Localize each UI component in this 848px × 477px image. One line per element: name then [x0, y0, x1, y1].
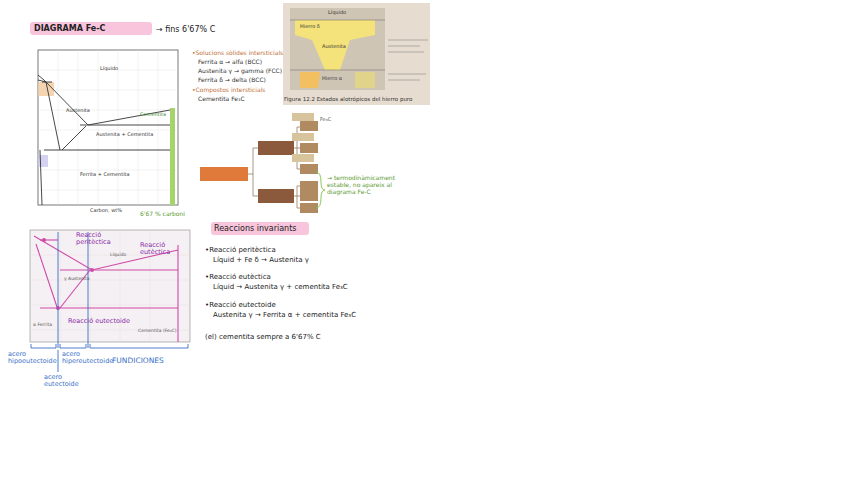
reaction-formula: Austenita γ → Ferrita α + cementita Fe₃C	[213, 311, 356, 319]
list-item: Ferrita α → alfa (BCC)	[198, 59, 262, 66]
figure-caption: Figura 12.2 Estados alotrópicos del hier…	[284, 96, 412, 102]
list-heading: •Reacció eutectoide	[205, 301, 276, 309]
axis-title: Carbon, wt%	[90, 208, 122, 214]
range-label: acero hipereutectoide	[62, 351, 112, 366]
note-text: Fe₃C	[320, 117, 331, 123]
region-label: Cementita	[140, 112, 166, 118]
region-label: α Ferrita	[33, 322, 52, 327]
page-title: DIAGRAMA Fe-C	[34, 24, 105, 33]
note-text: 6'67 % carboni	[140, 211, 185, 218]
list-heading: •Solucions sòlides intersticials	[192, 50, 283, 57]
region-label: Hierro δ	[300, 24, 320, 30]
reaction-label: Reacció eutèctica	[140, 242, 180, 257]
note-text: (el) cementita sempre a 6'67% C	[205, 333, 321, 341]
reaction-formula: Líquid + Fe δ → Austenita γ	[213, 256, 309, 264]
list-heading: •Reacció eutèctica	[205, 273, 271, 281]
region-label: Austenita	[66, 108, 90, 114]
note-text: → fins 6'67% C	[156, 25, 215, 34]
note-text: → termodinàmicament estable, no apareix …	[327, 175, 411, 196]
section-heading: Reaccions invariants	[214, 224, 296, 233]
allotropy-figure	[283, 3, 430, 105]
annotated-chart	[30, 222, 309, 372]
reaction-label: Reacció eutectoide	[68, 318, 130, 325]
region-label: Austenita + Cementita	[96, 132, 153, 138]
list-item: Ferrita δ → delta (BCC)	[198, 77, 266, 84]
list-heading: •Compostos intersticials	[192, 87, 265, 94]
classification-tree	[200, 113, 325, 213]
region-label: Cementita (Fe₃C)	[138, 328, 176, 333]
region-label: Líquido	[110, 252, 126, 257]
region-label: Ferrita + Cementita	[80, 172, 130, 178]
region-label: γ Austenita	[64, 276, 90, 281]
region-label: Líquido	[100, 66, 118, 72]
reaction-formula: Líquid → Austenita γ + cementita Fe₃C	[213, 283, 348, 291]
region-label: Hierro α	[322, 76, 342, 82]
phase-chart	[30, 22, 178, 205]
reaction-label: Reacció peritèctica	[76, 232, 116, 247]
range-label: FUNDICIONES	[112, 357, 164, 366]
region-label: Austenita	[322, 44, 346, 50]
range-label: acero hipoeutectoide	[8, 351, 56, 366]
list-heading: •Reacció peritèctica	[205, 246, 276, 254]
list-item: Cementita Fe₃C	[198, 96, 245, 103]
list-item: Austenita γ → gamma (FCC)	[198, 68, 282, 75]
region-label: Líquido	[328, 10, 346, 16]
range-label: acero eutectoide	[44, 374, 84, 389]
